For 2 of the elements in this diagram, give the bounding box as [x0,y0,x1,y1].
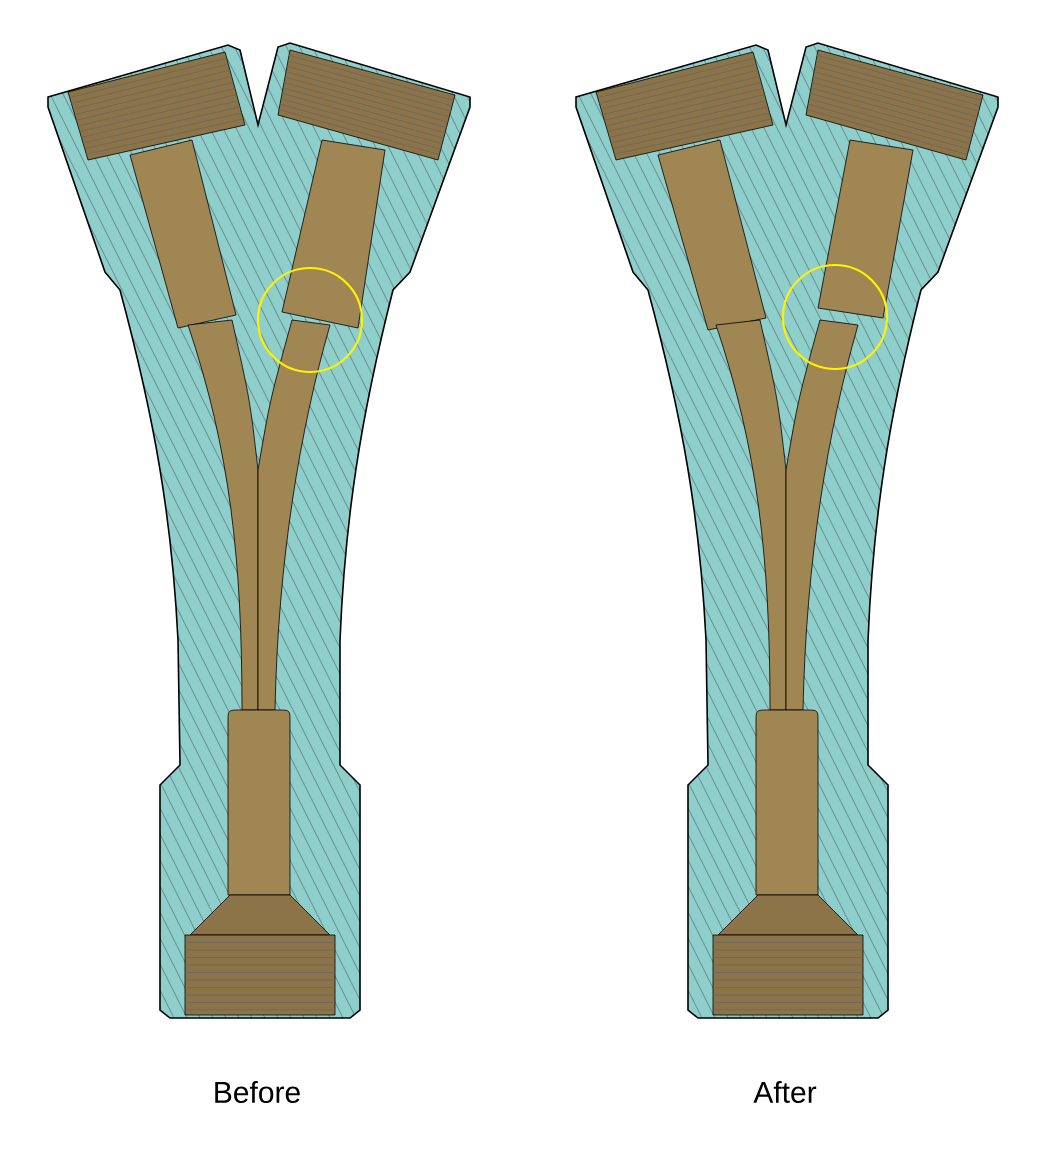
caption-label: After [753,1081,817,1103]
caption-label: Before [215,1081,300,1103]
